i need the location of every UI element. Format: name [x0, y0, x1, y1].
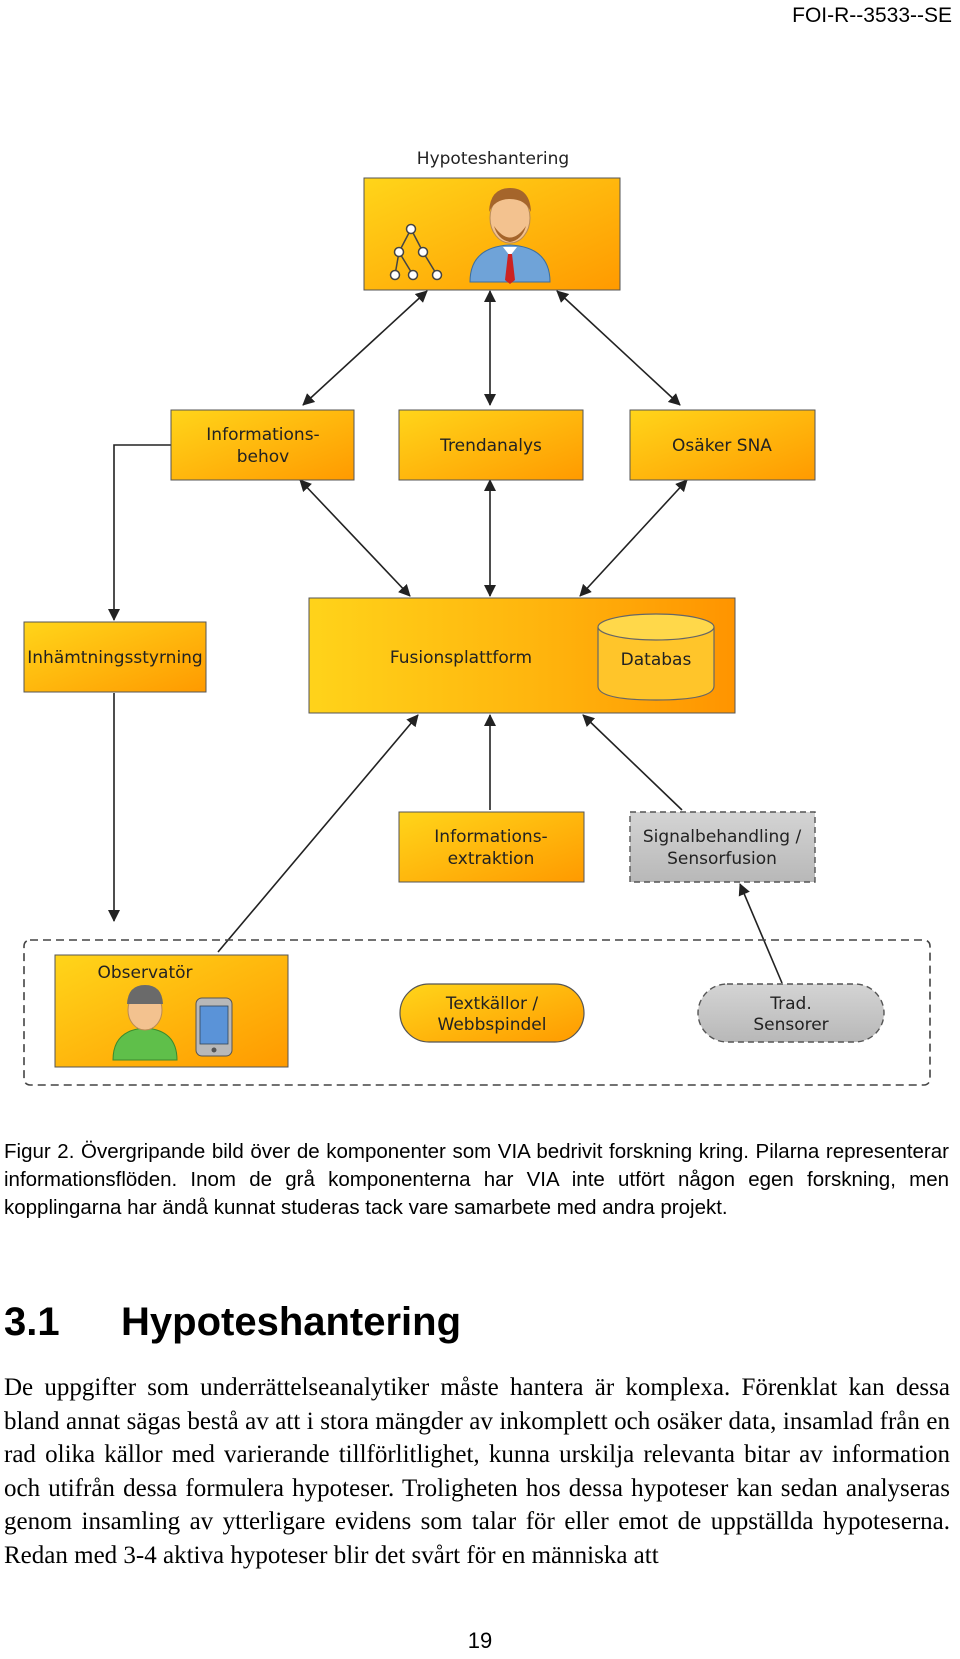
informationsextraktion-box — [398, 811, 585, 883]
informationsbehov-label-2: behov — [237, 447, 290, 467]
informationsbehov-box — [170, 409, 355, 481]
fusionsplattform-label: Fusionsplattform — [390, 648, 532, 668]
figure-caption: Figur 2. Övergripande bild över de kompo… — [4, 1140, 949, 1219]
page-number: 19 — [467, 1628, 493, 1653]
informationsextraktion-label-2: extraktion — [448, 849, 535, 869]
database-cylinder-icon — [597, 613, 715, 701]
sources-container — [23, 939, 931, 1086]
textkallor-box — [399, 983, 585, 1043]
trad-sensorer-label-1: Trad. — [769, 994, 812, 1014]
mobile-phone-icon — [195, 997, 233, 1057]
hypoteshantering-title: Hypoteshantering — [417, 149, 569, 169]
trendanalys-box — [398, 409, 584, 481]
signalbehandling-box — [629, 811, 816, 883]
observator-label: Observatör — [97, 963, 192, 983]
section-heading: 3.1 Hypoteshantering — [4, 1300, 461, 1345]
textkallor-label-1: Textkällor / — [445, 994, 539, 1014]
informationsextraktion-label-1: Informations- — [434, 827, 547, 847]
osaker-sna-box — [629, 409, 816, 481]
flow-arrows — [108, 290, 783, 984]
architecture-diagram: Hypoteshantering Informations- behov Tre… — [23, 149, 931, 1086]
report-id: FOI-R--3533--SE — [792, 4, 952, 27]
trad-sensorer-label-2: Sensorer — [753, 1015, 828, 1035]
databas-label: Databas — [621, 650, 692, 670]
hierarchy-tree-icon — [389, 223, 443, 281]
textkallor-label-2: Webbspindel — [438, 1015, 547, 1035]
observer-person-icon — [112, 985, 178, 1061]
trendanalys-label: Trendanalys — [439, 436, 542, 456]
trad-sensorer-box — [697, 983, 885, 1043]
section-body: De uppgifter som underrättelseanalytiker… — [4, 1374, 950, 1569]
informationsbehov-label-1: Informations- — [206, 425, 319, 445]
signalbehandling-label-1: Signalbehandling / — [643, 827, 802, 847]
analyst-person-icon — [469, 188, 551, 284]
osaker-sna-label: Osäker SNA — [672, 436, 772, 456]
section-number: 3.1 — [4, 1300, 60, 1344]
section-title: Hypoteshantering — [121, 1300, 462, 1344]
inhamtningsstyrning-box — [23, 621, 207, 693]
inhamtningsstyrning-label: Inhämtningsstyrning — [27, 648, 202, 668]
signalbehandling-label-2: Sensorfusion — [667, 849, 777, 869]
